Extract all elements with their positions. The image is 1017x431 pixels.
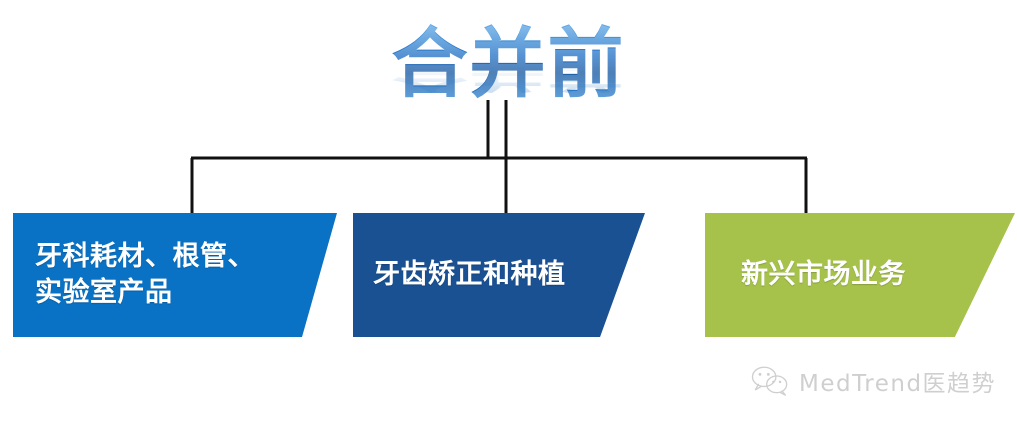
branch-box-orthodontics-implants[interactable]: 牙齿矫正和种植 [353,213,645,337]
watermark-label: MedTrend医趋势 [799,371,997,397]
branch-box-emerging-markets[interactable]: 新兴市场业务 [705,213,1015,337]
branch-box-label: 牙齿矫正和种植 [373,259,566,291]
page-title-reflection: 合并前 [391,56,626,96]
diagram-title-block: 合并前 合并前 [0,24,1017,172]
branch-box-label: 牙科耗材、根管、 实验室产品 [35,241,255,308]
branch-box-dental-consumables[interactable]: 牙科耗材、根管、 实验室产品 [13,213,337,337]
page-title: 合并前 [391,19,626,108]
branch-box-label: 新兴市场业务 [741,259,906,291]
wechat-icon [751,366,788,396]
watermark: MedTrend医趋势 [750,364,996,398]
